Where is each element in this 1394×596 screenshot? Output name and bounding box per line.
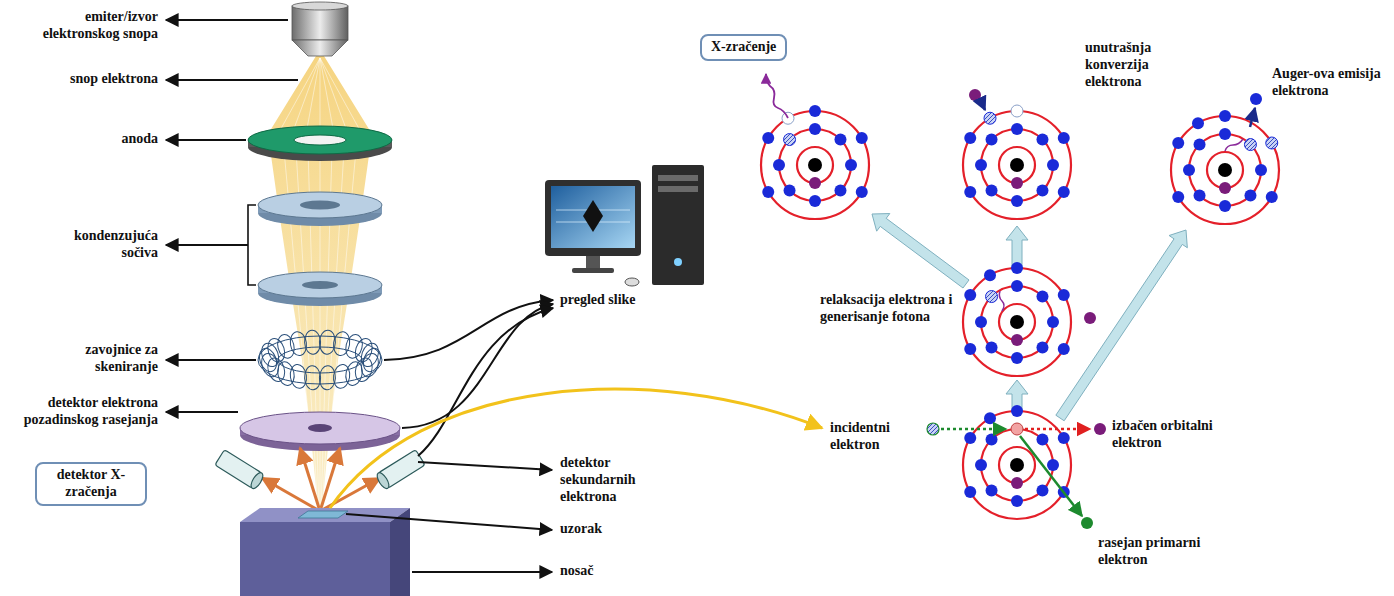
part-label: nosač — [560, 563, 660, 580]
coil-winding — [304, 330, 321, 355]
process-arrow — [872, 214, 969, 288]
process-arrow — [1006, 226, 1028, 266]
process-arrow — [1056, 230, 1187, 421]
coil-winding — [353, 336, 375, 364]
sample-holder — [240, 508, 410, 596]
part-label: zavojnice za skeniranje — [40, 342, 158, 376]
box-text: X-zračenje — [711, 39, 776, 54]
part-label: Auger-ova emisija elektrona — [1272, 66, 1388, 100]
beam-line — [306, 58, 320, 134]
part-label: uzorak — [560, 521, 660, 538]
zoom-arrow — [330, 389, 822, 508]
condenser-lens — [258, 272, 382, 306]
beam-line — [320, 58, 362, 134]
coil-winding — [319, 365, 336, 390]
beam-line — [320, 58, 334, 134]
part-label: snop elektrona — [8, 71, 158, 88]
part-label: kondenzujuća sočiva — [40, 228, 158, 262]
electron-emitter — [292, 2, 348, 56]
scan-coils — [256, 330, 383, 390]
coil-winding — [275, 333, 296, 360]
coil-winding — [353, 356, 375, 384]
coil-winding — [332, 331, 351, 357]
signal-arrows — [262, 448, 380, 510]
beam-line — [278, 58, 320, 134]
atom-model — [963, 405, 1071, 519]
part-label: rasejan primarni elektron — [1098, 535, 1228, 569]
atom-model — [963, 105, 1071, 219]
anode-ring — [248, 126, 392, 161]
part-label: unutrašnja konverzija elektrona — [1085, 40, 1185, 90]
box-text: detektor X-zračenja — [57, 467, 126, 499]
part-label: izbačen orbitalni elektron — [1112, 418, 1242, 452]
pointer-arrows — [166, 20, 552, 572]
part-label: anoda — [8, 131, 158, 148]
backscatter-detector — [240, 412, 400, 451]
computer-display — [545, 165, 704, 286]
signal-curves — [384, 300, 553, 456]
condenser-lens — [258, 192, 382, 226]
beam-line — [320, 58, 348, 134]
coil-winding — [265, 336, 287, 364]
part-label: relaksacija elektrona i generisanje foto… — [820, 292, 960, 326]
sample — [298, 511, 348, 518]
coil-winding — [332, 363, 351, 389]
beam-line — [320, 58, 321, 134]
part-label: incidentni elektron — [830, 420, 925, 454]
part-label: detektor sekundarnih elektrona — [560, 455, 660, 505]
atom-model — [1171, 110, 1279, 224]
coil-winding — [344, 360, 365, 387]
particle-tracks — [766, 74, 1262, 529]
atom-model — [963, 262, 1071, 376]
x-ray-detector — [215, 450, 265, 491]
part-label: pregled slike — [560, 292, 680, 309]
atom-models — [761, 105, 1279, 519]
coil-winding — [358, 341, 381, 369]
part-label: detektor elektrona pozadinskog rasejanja — [14, 395, 158, 429]
part-label: emiter/izvor elektronskog snopa — [8, 9, 158, 43]
outlined-label-box: X-zračenje — [700, 34, 787, 61]
outlined-label-box: detektor X-zračenja — [35, 462, 147, 506]
beam-line — [292, 58, 320, 134]
atom-model — [761, 105, 869, 219]
lens-bracket — [248, 205, 256, 285]
